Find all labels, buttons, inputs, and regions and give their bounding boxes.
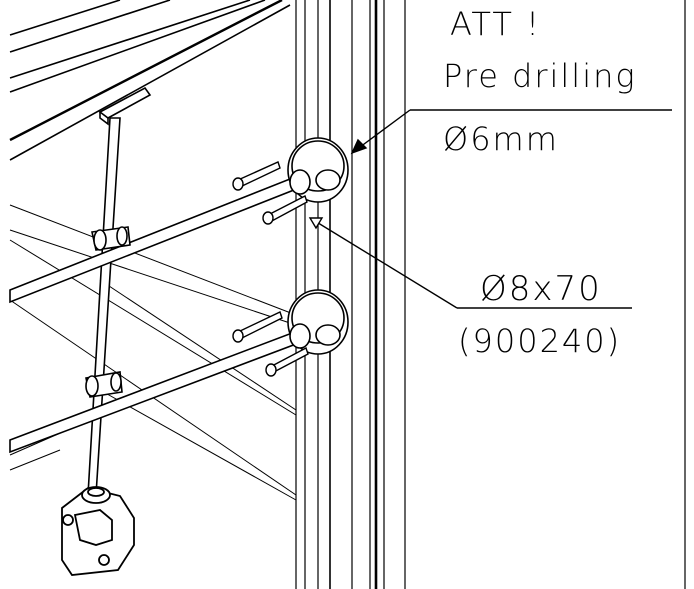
diameter-label: Ø6mm <box>443 120 559 158</box>
warning-label: ATT ! <box>450 5 541 43</box>
lower-wall-bracket <box>287 289 349 355</box>
upper-wall-bracket <box>287 137 349 203</box>
predrill-label: Pre drilling <box>443 57 637 95</box>
part-number-label: (900240) <box>458 322 621 360</box>
base-foot-clamp <box>61 486 135 576</box>
background-lines <box>9 204 297 501</box>
screws <box>232 161 309 377</box>
vertical-post <box>87 117 121 496</box>
handrail <box>9 0 291 161</box>
upper-stay-rod <box>9 173 306 304</box>
leader-lines <box>308 109 672 309</box>
screw-size-label: Ø8x70 <box>480 269 602 309</box>
lower-stay-rod <box>9 328 306 454</box>
wall-profile <box>295 0 686 589</box>
